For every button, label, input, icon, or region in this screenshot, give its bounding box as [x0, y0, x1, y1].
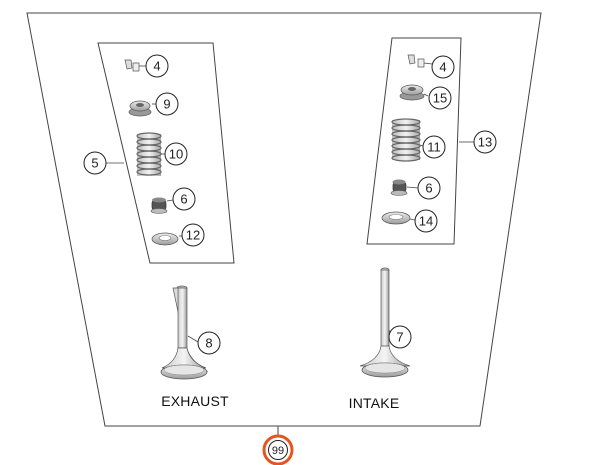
- intake-label: INTAKE: [349, 395, 400, 411]
- callout-number: 5: [91, 156, 98, 171]
- exhaust-valve-spring-part: [136, 132, 162, 176]
- callout-exhaust-valve-spring[interactable]: 10: [164, 142, 188, 166]
- callout-exhaust-spring-seat[interactable]: 12: [181, 223, 205, 247]
- exhaust-label: EXHAUST: [161, 393, 229, 409]
- callout-exhaust-valve[interactable]: 8: [197, 331, 221, 355]
- exhaust-spring-retainer-part: [128, 100, 152, 117]
- callout-number: 4: [439, 60, 446, 75]
- callout-intake-kit[interactable]: 13: [473, 130, 497, 154]
- exhaust-valve-part: [160, 285, 209, 380]
- callout-exhaust-valve-seal[interactable]: 6: [172, 187, 196, 211]
- callout-intake-keeper[interactable]: 4: [431, 55, 455, 79]
- exhaust-valve-seal-part: [150, 197, 168, 214]
- callout-intake-spring-retainer[interactable]: 15: [428, 86, 452, 110]
- callout-intake-spring-seat[interactable]: 14: [414, 209, 438, 233]
- callout-number: 11: [427, 140, 441, 155]
- callout-number: 7: [396, 330, 403, 345]
- callout-number: 6: [180, 192, 187, 207]
- callout-intake-valve[interactable]: 7: [388, 325, 412, 349]
- callout-number: 13: [478, 135, 492, 150]
- callout-number: 9: [163, 97, 170, 112]
- callout-number: 14: [419, 214, 433, 229]
- callout-intake-valve-seal[interactable]: 6: [417, 176, 441, 200]
- intake-valve-keeper-part: [407, 54, 425, 68]
- intake-spring-retainer-part: [399, 84, 425, 101]
- callout-exhaust-keeper[interactable]: 4: [145, 54, 169, 78]
- callout-number: 4: [153, 59, 160, 74]
- assembly-outline: [26, 12, 542, 427]
- intake-valve-seal-part: [390, 179, 408, 196]
- intake-valve-spring-part: [391, 118, 421, 162]
- callout-number: 8: [205, 336, 212, 351]
- callout-number: 15: [433, 91, 447, 106]
- exhaust-valve-keeper-part: [124, 59, 140, 72]
- intake-spring-seat-part: [381, 211, 411, 225]
- callout-exhaust-kit[interactable]: 5: [83, 151, 107, 175]
- exhaust-spring-seat-part: [151, 232, 179, 246]
- callout-intake-valve-spring[interactable]: 11: [422, 135, 446, 159]
- callout-number: 10: [169, 147, 183, 162]
- callout-exhaust-spring-retainer[interactable]: 9: [155, 92, 179, 116]
- callout-number: 99: [272, 445, 284, 457]
- intake-valve-part: [359, 267, 411, 378]
- callout-number: 6: [425, 181, 432, 196]
- callout-number: 12: [186, 228, 200, 243]
- callout-assembly[interactable]: 99: [262, 434, 294, 465]
